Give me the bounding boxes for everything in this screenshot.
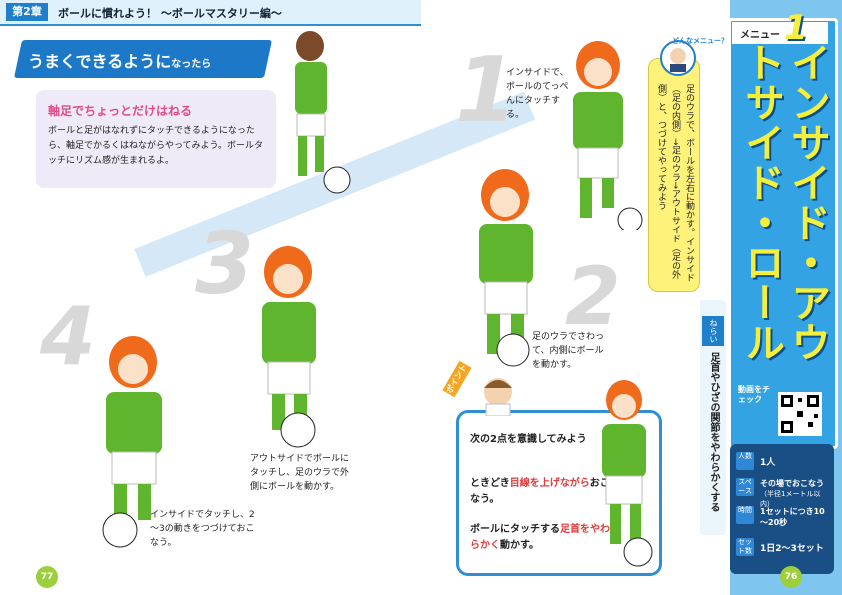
- player-illustration-step1: [573, 41, 643, 230]
- point-line-1: 次の2点を意識してみよう: [470, 434, 587, 445]
- page-number-left: 77: [36, 566, 58, 588]
- step-number-1: 1: [455, 38, 518, 143]
- tip-box: [36, 90, 276, 188]
- point-line-3b: 足首をやわらかく: [470, 524, 610, 551]
- menu-label: メニュー: [740, 30, 780, 41]
- menu-title-panel: [728, 18, 838, 449]
- people-icon: 人数: [736, 452, 754, 470]
- space-sub: （半径1メートル以内）: [760, 490, 821, 508]
- point-line-2: ときどき目線を上げながらおこなう。: [470, 476, 610, 508]
- point-line-3c: 動かす。: [500, 540, 539, 551]
- space-value: その場でおこなう: [760, 479, 824, 488]
- sets-value: 1日2～3セット: [760, 544, 824, 554]
- qr-code[interactable]: [778, 392, 822, 436]
- point-line-2b: 目線を上げながら: [509, 478, 590, 489]
- point-tag: ポイント: [442, 360, 472, 398]
- info-space: スペース その場でおこなう （半径1メートル以内）: [736, 478, 828, 508]
- ribbon-small: なったら: [171, 59, 212, 70]
- menu-number: 1: [784, 8, 808, 48]
- chapter-title: ボールに慣れよう！ ～ボールマスタリー編～: [58, 7, 282, 20]
- space-icon: スペース: [736, 478, 754, 496]
- chapter-header: [0, 0, 421, 26]
- coach-illustration: [484, 378, 512, 416]
- player-illustration-hop: [295, 31, 351, 194]
- point-line-2c: おこなう。: [470, 478, 610, 505]
- aim-label: ねらい: [702, 316, 724, 346]
- caption-step-4: インサイドでタッチし、2～3の動きをつづけておこなう。: [150, 510, 255, 548]
- tip-heading: 軸足でちょっとだけはねる: [48, 104, 193, 118]
- info-time: 時間 1セットにつき10～20秒: [736, 506, 828, 528]
- sets-icon: セット数: [736, 538, 754, 556]
- page-number-right: 76: [780, 566, 802, 588]
- point-line-3: ボールにタッチする足首をやわらかく動かす。: [470, 522, 610, 554]
- qr-label: 動画をチェック: [738, 385, 770, 404]
- step-number-2: 2: [565, 250, 621, 343]
- note-label: どんなメニュー？: [672, 37, 728, 45]
- aim-text: 足首やひざの関節をやわらかくする: [708, 352, 719, 512]
- point-line-2a: ときどき: [470, 478, 510, 489]
- player-illustration-point: [602, 380, 653, 567]
- menu-header: [732, 22, 828, 44]
- ribbon-text: うまくできるようになったら: [28, 48, 211, 72]
- step-number-3: 3: [195, 215, 255, 314]
- caption-step-2: 足のウラでさわって、内側にボールを動かす。: [532, 332, 605, 370]
- chapter-tag: 第2章: [6, 3, 48, 21]
- info-sets: セット数 1日2～3セット: [736, 538, 828, 560]
- note-text: 足のウラで、ボールを左右に動かす。インサイド（足の内側）→足のウラ→アウトサイド…: [656, 84, 694, 282]
- menu-description-note: [648, 58, 700, 292]
- menu-title: インサイド・アウトサイド・ロール: [738, 42, 830, 362]
- player-illustration-step3: [262, 246, 316, 448]
- info-people: 人数 1人: [736, 452, 828, 474]
- player-illustration-step4: [102, 336, 162, 548]
- caption-step-1: インサイドで、ボールのてっぺんにタッチする。: [506, 68, 569, 120]
- coach-avatar: [660, 40, 696, 76]
- step-number-4: 4: [40, 290, 96, 383]
- time-icon: 時間: [736, 506, 754, 524]
- player-illustration-step2: [479, 169, 533, 367]
- ribbon-main: うまくできるように: [28, 52, 172, 71]
- people-value: 1人: [760, 458, 776, 468]
- caption-step-3: アウトサイドでボールにタッチし、足のウラで外側にボールを動かす。: [250, 454, 350, 492]
- point-line-3a: ボールにタッチする: [470, 524, 560, 535]
- time-value: 1セットにつき10～20秒: [760, 507, 825, 527]
- tip-body: ボールと足がはなれずにタッチできるようになったら、軸足でかるくはねながらやってみ…: [48, 126, 264, 166]
